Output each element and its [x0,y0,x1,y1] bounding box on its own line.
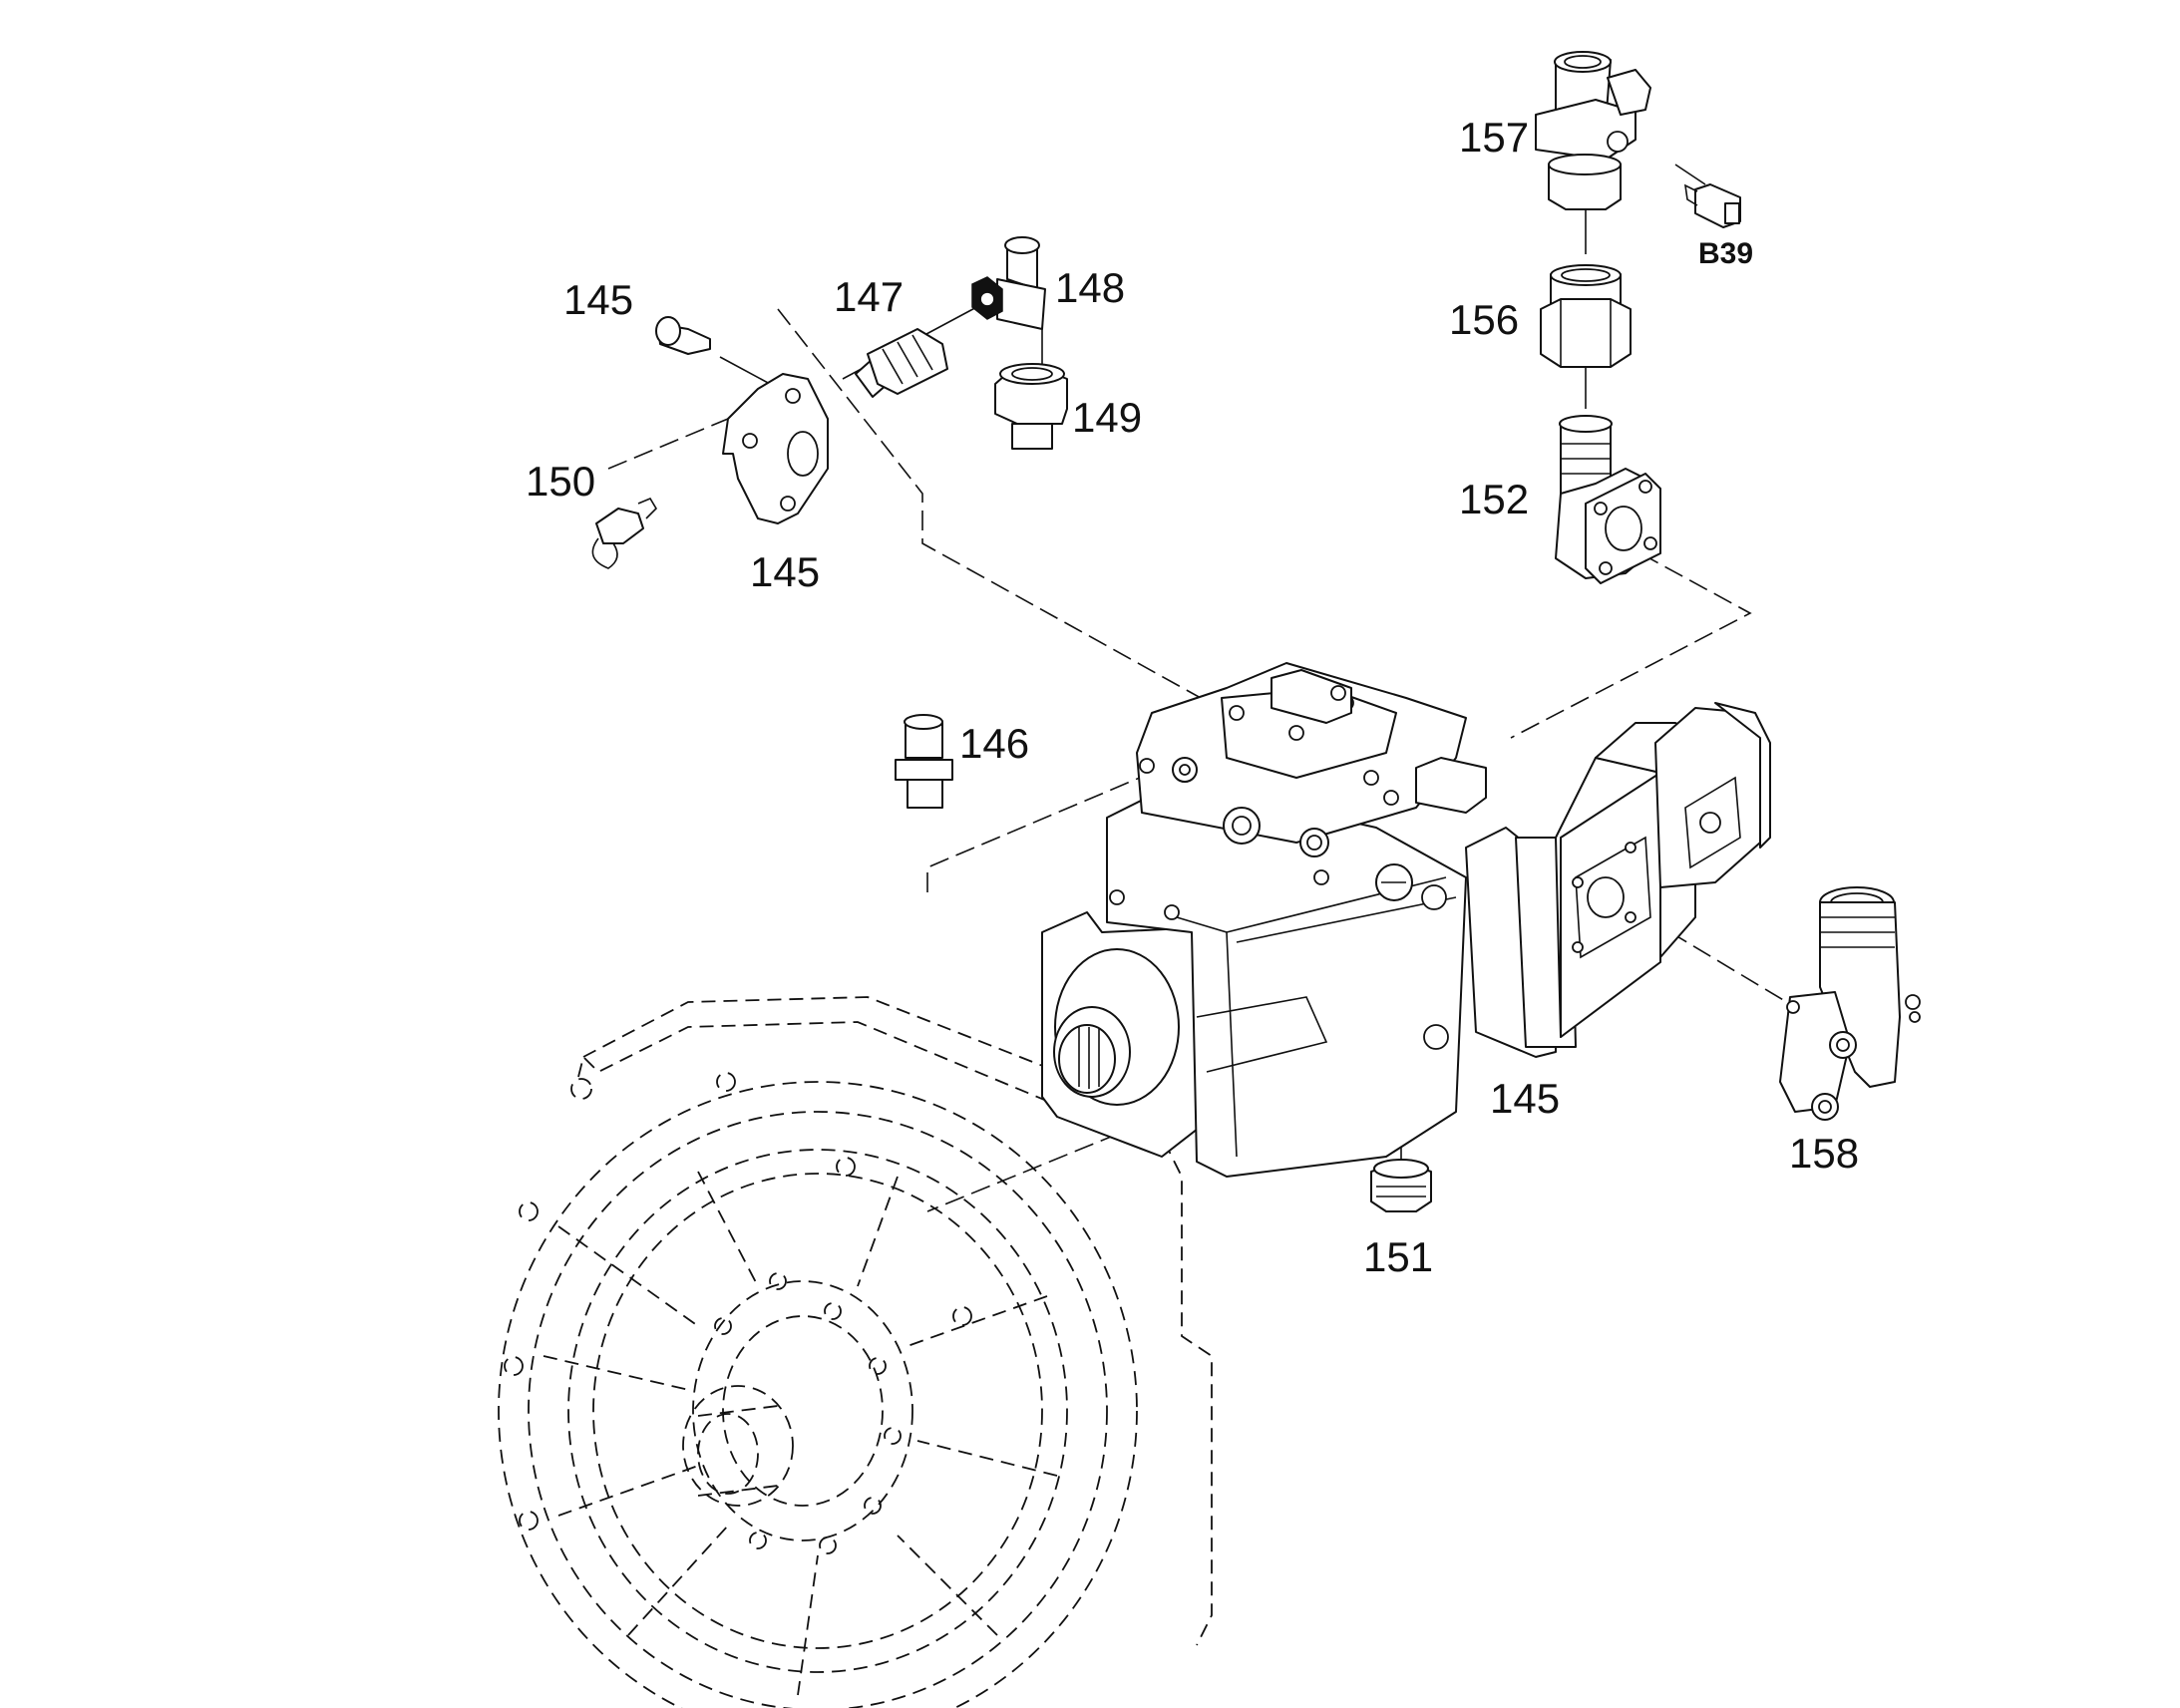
callout-149: 149 [1072,394,1143,441]
part-156-adapter [1540,264,1632,368]
part-151-plug [1370,1159,1432,1212]
callout-157: 157 [1459,114,1530,161]
main-pump-assembly [1041,662,1771,1178]
callout-145-bolt: 145 [563,276,634,323]
part-B39-sensor [1683,183,1741,228]
callout-152: 152 [1459,476,1530,522]
part-157-tee-fitting [1535,51,1651,210]
callout-145-bracket: 145 [750,548,821,595]
callout-147: 147 [834,273,905,320]
part-152-flange-adapter [1555,415,1661,584]
part-150-lock-pin [591,497,658,569]
callout-148: 148 [1055,264,1126,311]
engine-flywheel-housing-ghost [498,996,1213,1708]
callout-150: 150 [526,458,596,505]
part-146-fitting [895,714,953,809]
callout-151: 151 [1363,1233,1434,1280]
part-149-union [994,363,1068,450]
part-147-nipple [855,328,948,398]
callout-B39: B39 [1698,237,1754,270]
callout-156: 156 [1449,296,1520,343]
leader-lines [607,155,1796,1212]
callout-158: 158 [1789,1130,1860,1177]
callout-145-pump: 145 [1490,1075,1561,1122]
part-145-bracket [722,373,829,524]
part-145-bolt [655,316,711,355]
part-148-tee [971,236,1046,330]
part-158-elbow-flange [1779,886,1921,1121]
callout-146: 146 [959,720,1030,767]
